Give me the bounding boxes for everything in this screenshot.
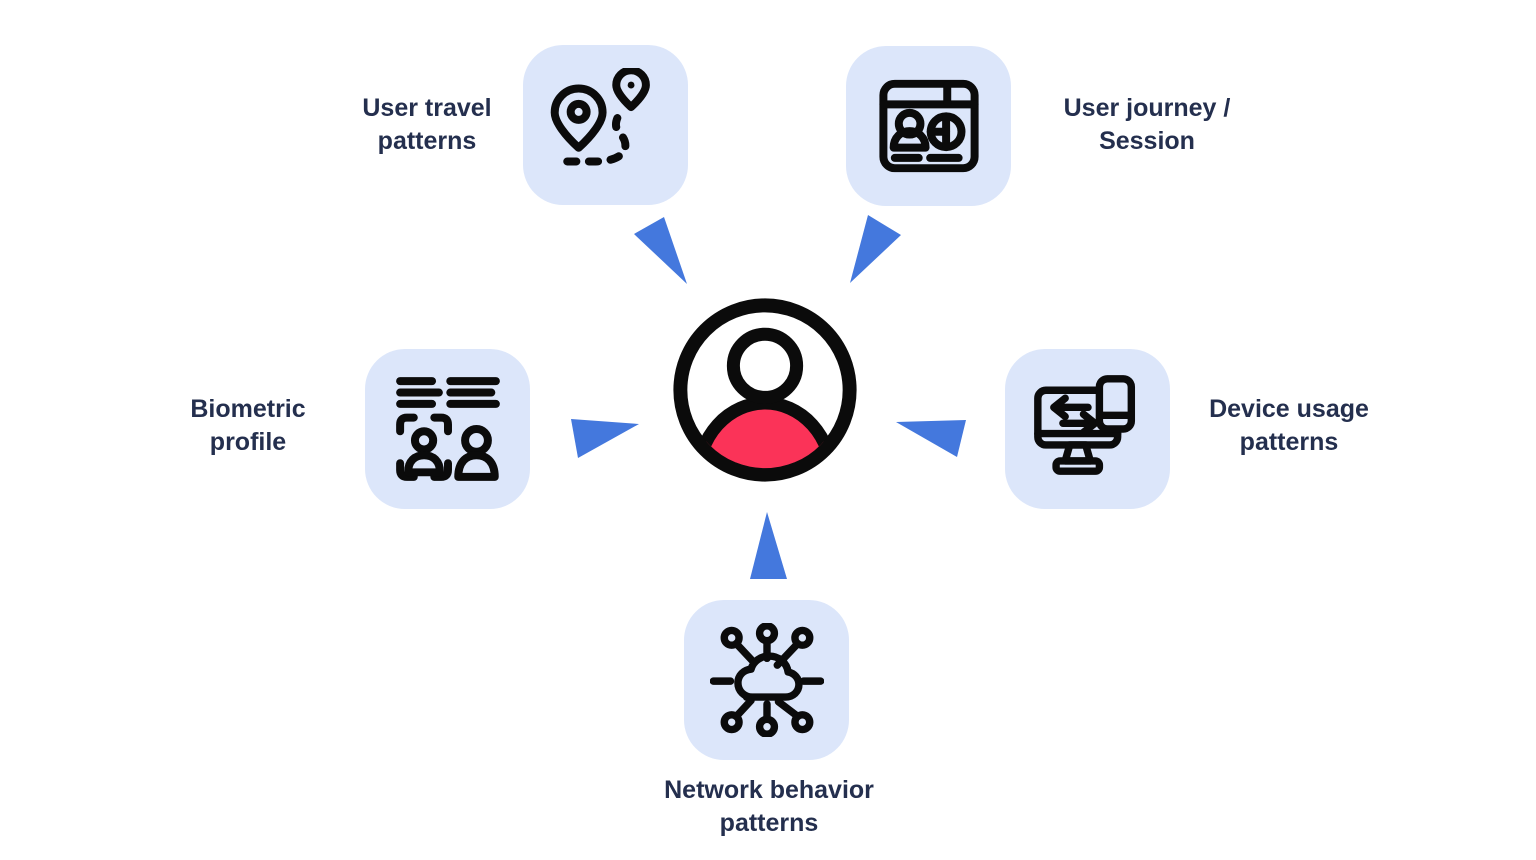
tile-user-journey-session xyxy=(846,46,1011,206)
label-line: User travel xyxy=(362,94,492,122)
label-line: Biometric xyxy=(190,395,306,423)
label-line: Network behavior xyxy=(664,776,874,804)
arrow-biometric-to-center xyxy=(571,419,639,458)
label-line: patterns xyxy=(377,127,477,155)
label-user-journey-session: User journey / Session xyxy=(1017,92,1277,158)
label-network-behavior-patterns: Network behavior patterns xyxy=(619,774,919,840)
label-line: profile xyxy=(209,428,287,456)
label-user-travel-patterns: User travel patterns xyxy=(297,92,557,158)
arrow-user-travel-to-center xyxy=(634,217,687,284)
arrow-device-usage-to-center xyxy=(896,420,966,457)
tile-biometric-profile xyxy=(365,349,530,509)
label-line: patterns xyxy=(1239,428,1339,456)
label-line: User journey / xyxy=(1063,94,1231,122)
label-biometric-profile: Biometric profile xyxy=(118,393,378,459)
label-line: Device usage xyxy=(1209,395,1369,423)
computer-phone-sync-icon xyxy=(1033,375,1135,475)
user-avatar-icon xyxy=(673,298,857,482)
label-line: patterns xyxy=(719,809,819,837)
face-scan-id-icon xyxy=(395,377,500,481)
browser-profile-chart-icon xyxy=(878,79,979,173)
network-cloud-icon xyxy=(709,623,824,737)
tile-device-usage-patterns xyxy=(1005,349,1170,509)
tile-user-travel-patterns xyxy=(523,45,688,205)
arrow-network-to-center xyxy=(750,512,787,579)
tile-network-behavior-patterns xyxy=(684,600,849,760)
map-route-icon xyxy=(550,68,650,166)
label-line: Session xyxy=(1099,127,1195,155)
label-device-usage-patterns: Device usage patterns xyxy=(1159,393,1419,459)
arrow-user-journey-to-center xyxy=(850,215,901,283)
